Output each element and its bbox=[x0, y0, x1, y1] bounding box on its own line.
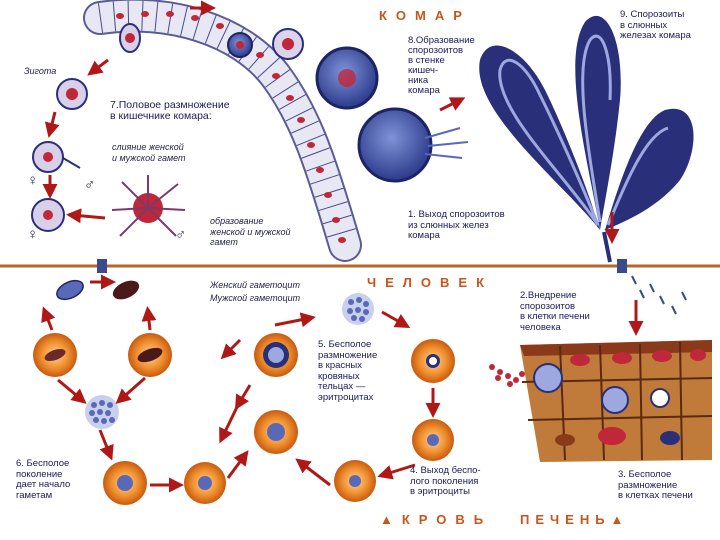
label-stage9: 9. Спорозоиты в слюнных железах комара bbox=[620, 10, 691, 42]
label-stage4: 4. Выход беспо- лого поколения в эритроц… bbox=[410, 466, 481, 498]
label-stage6: 6. Бесполое поколение дает начало гамета… bbox=[16, 459, 70, 501]
label-female-gametocyte: Женский гаметоцит bbox=[210, 280, 300, 291]
rbc-ring-top-right bbox=[411, 339, 455, 383]
liver-tissue bbox=[520, 340, 712, 462]
salivary-glands bbox=[479, 16, 693, 262]
male-symbol-2: ♂ bbox=[175, 226, 186, 243]
rbc-stage6 bbox=[103, 461, 147, 505]
oocyst-small bbox=[228, 33, 252, 57]
label-stage7: 7.Половое размножение в кишечнике комара… bbox=[110, 100, 230, 122]
oocyst-rupturing bbox=[359, 109, 468, 181]
male-gametocyte-cell bbox=[110, 277, 142, 303]
divider-marker-left bbox=[97, 259, 107, 273]
ookinete-cell bbox=[120, 24, 140, 52]
female-symbol-2: ♀ bbox=[27, 226, 38, 243]
rbc-gametocyte-right bbox=[128, 333, 172, 377]
female-gametocyte-cell bbox=[54, 277, 86, 303]
label-stage5: 5. Бесполое размножение в красных кровян… bbox=[318, 340, 377, 403]
label-stage2: 2.Внедрение спорозоитов в клетки печени … bbox=[520, 291, 590, 333]
header-mosquito: КОМАР bbox=[379, 8, 471, 23]
label-gamete-fusion: слияние женской и мужской гамет bbox=[112, 142, 186, 163]
rbc-schizont bbox=[254, 333, 298, 377]
fusion-cell bbox=[33, 142, 80, 172]
rbc-ring-bottom-left bbox=[184, 462, 226, 504]
zygote-cell bbox=[57, 79, 87, 109]
label-stage1: 1. Выход спорозоитов из слюнных желез ко… bbox=[408, 210, 505, 242]
label-stage3: 3. Бесполое размножение в клетках печени bbox=[618, 470, 693, 502]
rbc-trophozoite bbox=[254, 410, 298, 454]
header-liver: ПЕЧЕНЬ▲ bbox=[520, 512, 629, 527]
rbc-gametocyte-left bbox=[33, 333, 77, 377]
female-symbol-1: ♀ bbox=[27, 172, 38, 189]
label-gamete-formation: образование женской и мужской гамет bbox=[210, 216, 291, 248]
rbc-ring-mid-right bbox=[412, 419, 454, 461]
oocyst-medium bbox=[273, 29, 303, 59]
divider-marker-right bbox=[617, 259, 627, 273]
merozoite-trail bbox=[489, 364, 525, 387]
header-blood: ▲КРОВЬ bbox=[380, 512, 492, 527]
rbc-ring-bottom bbox=[334, 460, 376, 502]
sporozoite-trail bbox=[632, 276, 686, 314]
oocyst-large bbox=[317, 48, 377, 108]
label-stage8: 8.Образование спорозоитов в стенке кишеч… bbox=[408, 36, 475, 96]
male-symbol-1: ♂ bbox=[84, 176, 95, 193]
header-human: ЧЕЛОВЕК bbox=[367, 275, 493, 290]
label-zygote: Зигота bbox=[24, 66, 56, 77]
label-male-gametocyte: Мужской гаметоцит bbox=[210, 293, 300, 304]
merozoite-cluster-left bbox=[85, 395, 119, 429]
merozoite-cluster-top bbox=[342, 293, 374, 325]
